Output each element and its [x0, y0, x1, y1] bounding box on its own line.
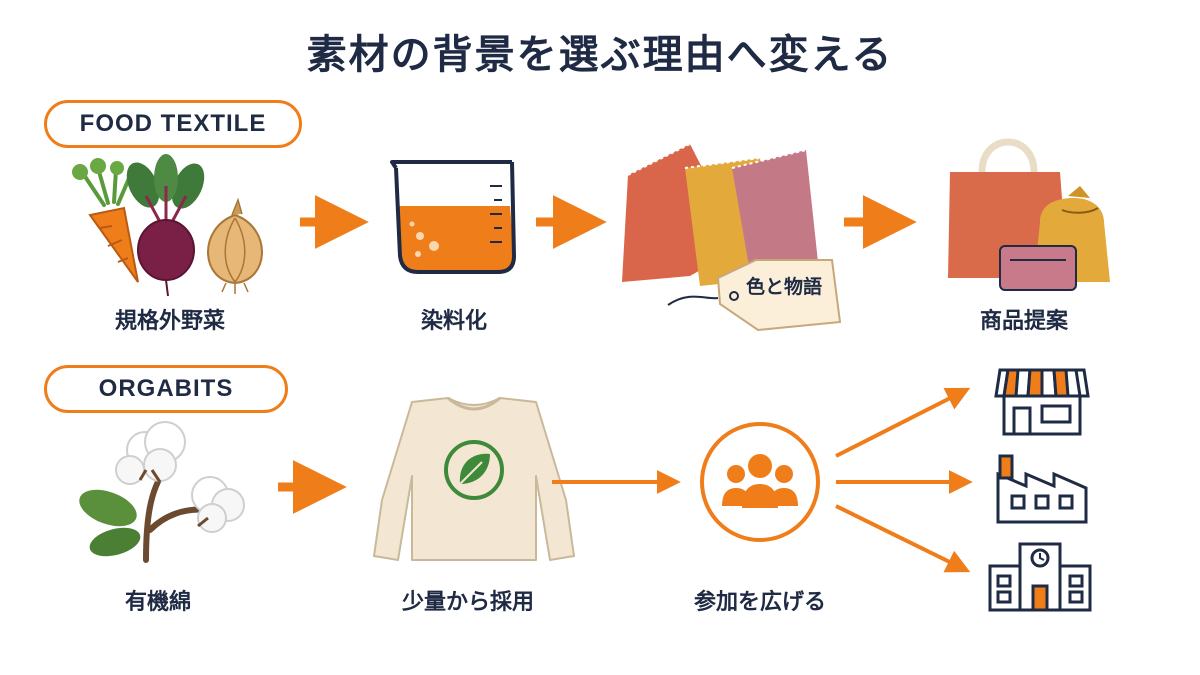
tag-label: 色と物語	[746, 275, 822, 298]
step-label-vegetables: 規格外野菜	[114, 309, 225, 334]
vegetables-icon	[72, 154, 263, 297]
step-label-dye: 染料化	[420, 309, 487, 334]
food-textile-badge: FOOD TEXTILE	[44, 100, 302, 148]
sweatshirt-icon	[373, 396, 575, 561]
cotton-plant-icon	[79, 421, 245, 563]
arrow-to-school	[835, 504, 971, 573]
step-label-cotton: 有機綿	[124, 590, 191, 615]
people-group-icon	[700, 422, 820, 542]
fabric-swatches-icon	[622, 143, 842, 332]
shop-icon	[994, 368, 1090, 436]
beaker-icon	[390, 160, 516, 274]
factory-icon	[996, 454, 1088, 524]
arrow-to-shop	[835, 387, 971, 458]
orgabits-badge: ORGABITS	[44, 365, 288, 413]
page-title: 素材の背景を選ぶ理由へ変える	[306, 32, 894, 78]
step-label-expand: 参加を広げる	[693, 590, 826, 615]
step-label-small-lot: 少量から採用	[401, 590, 534, 615]
step-label-product: 商品提案	[979, 309, 1068, 334]
bags-icon	[948, 138, 1110, 291]
school-icon	[988, 542, 1092, 612]
